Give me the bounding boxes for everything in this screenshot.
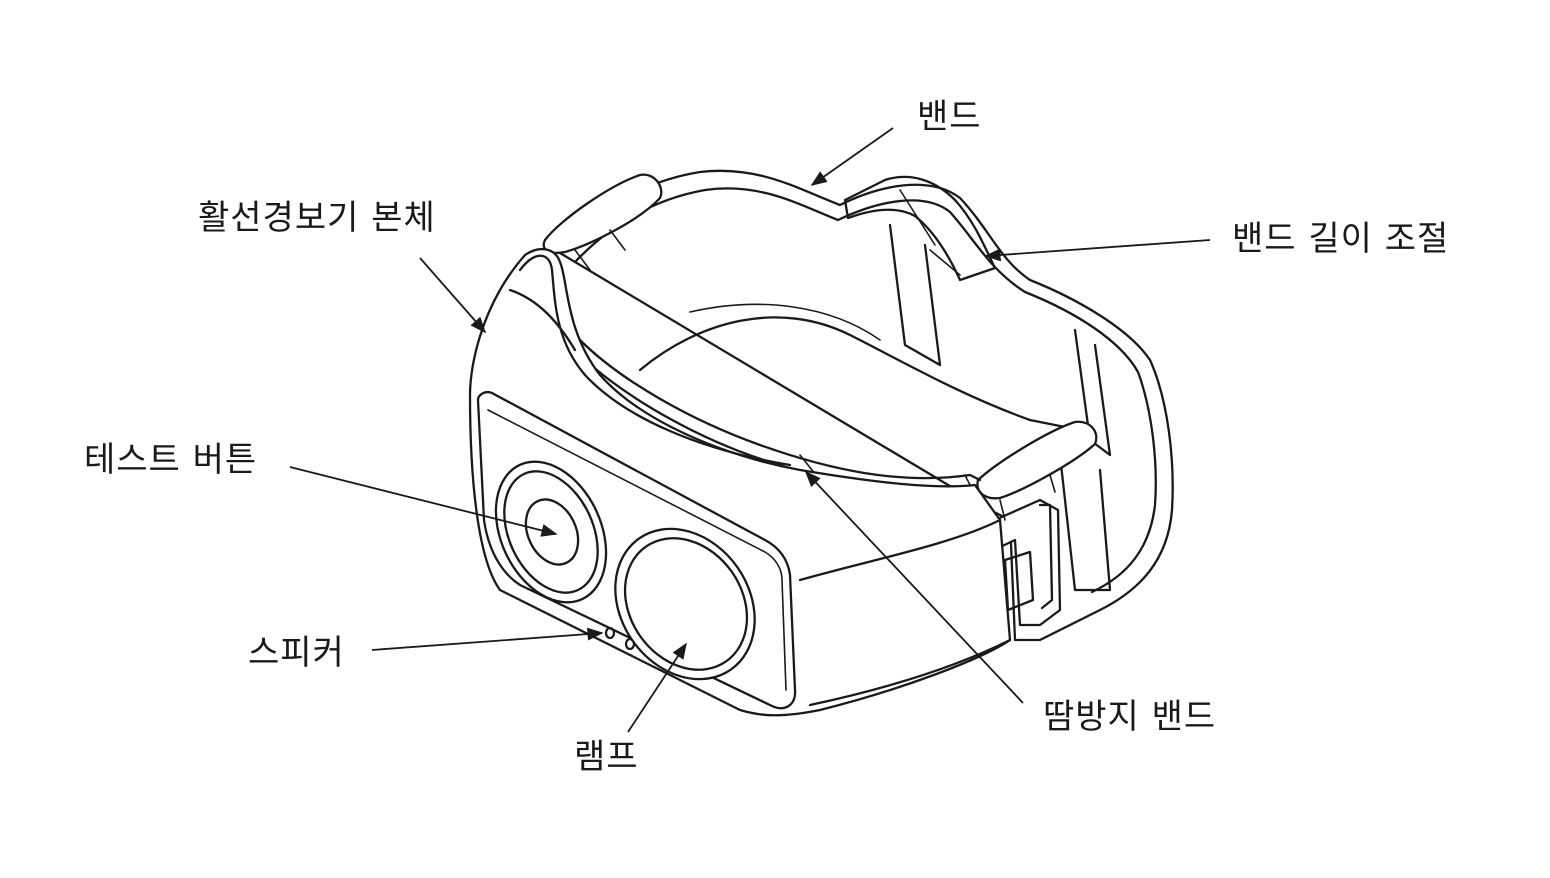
label-device-body: 활선경보기 본체	[198, 198, 436, 238]
label-speaker: 스피커	[248, 633, 345, 673]
label-lamp: 램프	[574, 737, 639, 777]
lamp	[614, 527, 756, 681]
label-band: 밴드	[917, 97, 982, 137]
band-end-cap-left	[542, 173, 663, 271]
label-sweat-band: 땀방지 밴드	[1043, 697, 1217, 737]
label-band-length-adjust: 밴드 길이 조절	[1232, 219, 1450, 259]
band-strap	[553, 169, 1174, 642]
label-test-button: 테스트 버튼	[84, 440, 258, 480]
band-end-cap-right	[976, 420, 1098, 521]
